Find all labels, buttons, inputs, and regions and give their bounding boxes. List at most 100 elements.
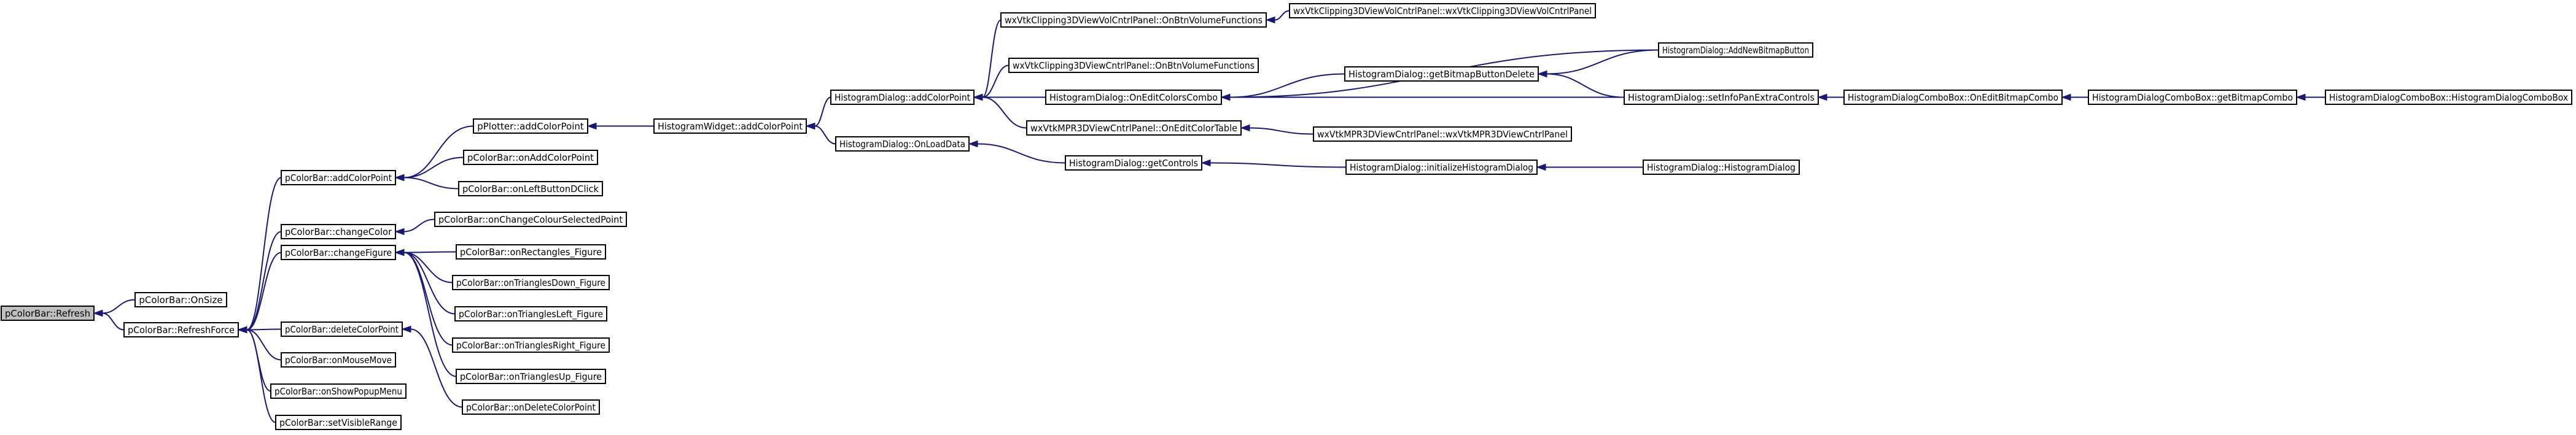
graph-node-wxvtkclipping3dviewvolcntrlpanel-onbtnvolumefunctions[interactable]: wxVtkClipping3DViewVolCntrlPanel::OnBtnV…: [1000, 12, 1267, 28]
graph-node-histogramdialog-setinfopanextracontrols[interactable]: HistogramDialog::setInfoPanExtraControls: [1624, 90, 1819, 105]
graph-node-pcolorbar-onaddcolorpoint[interactable]: pColorBar::onAddColorPoint: [463, 150, 598, 165]
arrowhead: [394, 228, 405, 236]
call-edge: [403, 252, 453, 346]
call-edge: [814, 125, 836, 145]
node-label: pColorBar::onShowPopupMenu: [274, 386, 402, 397]
node-box: [2325, 90, 2572, 105]
graph-node-pcolorbar-changecolor[interactable]: pColorBar::changeColor: [281, 224, 396, 239]
call-edge: [102, 312, 125, 331]
graph-node-wxvtkclipping3dviewvolcntrlpanel-wxvtkclipping3dviewvolcntrlpanel[interactable]: wxVtkClipping3DViewVolCntrlPanel::wxVtkC…: [1289, 3, 1596, 18]
arrowhead: [973, 93, 983, 101]
node-box: [281, 224, 396, 239]
call-edge: [246, 252, 282, 331]
graph-node-pcolorbar-deletecolorpoint[interactable]: pColorBar::deleteColorPoint: [281, 321, 403, 337]
arrowhead: [805, 122, 815, 130]
node-label: pColorBar::Refresh: [5, 308, 90, 319]
node-box: [452, 337, 610, 353]
graph-node-histogramdialog-getcontrols[interactable]: HistogramDialog::getControls: [1065, 155, 1202, 171]
call-edge: [1210, 162, 1347, 168]
graph-node-pcolorbar-ontrianglesdown-figure[interactable]: pColorBar::onTrianglesDown_Figure: [452, 275, 610, 290]
graph-node-histogramdialog-onloaddata[interactable]: HistogramDialog::OnLoadData: [835, 136, 970, 152]
node-box: [275, 415, 402, 430]
node-label: wxVtkMPR3DViewCntrlPanel::OnEditColorTab…: [1030, 123, 1237, 134]
arrowhead: [1537, 70, 1547, 78]
graph-node-pcolorbar-addcolorpoint[interactable]: pColorBar::addColorPoint: [281, 170, 396, 185]
graph-node-histogramdialog-getbitmapbuttondelete[interactable]: HistogramDialog::getBitmapButtonDelete: [1344, 66, 1539, 82]
arrowhead: [1536, 163, 1546, 171]
arrowhead: [2295, 93, 2306, 101]
graph-node-histogramdialogcombobox-getbitmapcombo[interactable]: HistogramDialogComboBox::getBitmapCombo: [2088, 90, 2297, 105]
graph-node-wxvtkclipping3dviewcntrlpanel-onbtnvolumefunctions[interactable]: wxVtkClipping3DViewCntrlPanel::OnBtnVolu…: [1008, 58, 1259, 73]
node-box: [281, 245, 396, 260]
node-label: pColorBar::setVisibleRange: [279, 417, 397, 428]
graph-node-pcolorbar-onshowpopupmenu[interactable]: pColorBar::onShowPopupMenu: [270, 383, 407, 399]
graph-node-wxvtkmpr3dviewcntrlpanel-oneditcolortable[interactable]: wxVtkMPR3DViewCntrlPanel::OnEditColorTab…: [1026, 120, 1242, 136]
graph-node-pcolorbar-ontrianglesup-figure[interactable]: pColorBar::onTrianglesUp_Figure: [456, 369, 606, 384]
graph-node-pcolorbar-onsize[interactable]: pColorBar::OnSize: [134, 292, 227, 307]
node-label: pColorBar::addColorPoint: [285, 172, 392, 183]
node-box: [452, 275, 610, 290]
node-label: wxVtkClipping3DViewCntrlPanel::OnBtnVolu…: [1013, 60, 1255, 71]
call-edge: [410, 328, 463, 408]
node-box: [270, 383, 407, 399]
node-label: pColorBar::RefreshForce: [128, 325, 235, 336]
call-edge: [403, 125, 474, 179]
graph-node-pcolorbar-ontrianglesright-figure[interactable]: pColorBar::onTrianglesRight_Figure: [452, 337, 610, 353]
node-box: [462, 399, 600, 415]
graph-node-histogramdialog-histogramdialog[interactable]: HistogramDialog::HistogramDialog: [1643, 160, 1800, 175]
graph-node-pplotter-addcolorpoint[interactable]: pPlotter::addColorPoint: [473, 118, 588, 134]
call-edge: [1249, 127, 1314, 135]
node-box: [1289, 3, 1596, 18]
call-edge: [1546, 73, 1625, 98]
node-box: [830, 90, 975, 105]
node-box: [1624, 90, 1819, 105]
node-label: HistogramDialog::getBitmapButtonDelete: [1348, 69, 1535, 80]
node-label: HistogramDialog::addColorPoint: [835, 92, 970, 103]
arrowhead: [237, 326, 247, 334]
graph-node-pcolorbar-onmousemove[interactable]: pColorBar::onMouseMove: [281, 352, 396, 368]
node-label: HistogramDialog::OnEditColorsCombo: [1049, 92, 1218, 103]
arrowhead: [1220, 93, 1231, 101]
node-label: pColorBar::OnSize: [139, 294, 222, 306]
graph-node-pcolorbar-onchangecolourselectedpoint[interactable]: pColorBar::onChangeColourSelectedPoint: [434, 212, 627, 227]
graph-node-histogramdialog-addcolorpoint[interactable]: HistogramDialog::addColorPoint: [830, 90, 975, 105]
node-box: [653, 118, 807, 134]
graph-node-histogramdialog-initializehistogramdialog[interactable]: HistogramDialog::initializeHistogramDial…: [1345, 160, 1538, 175]
graph-node-pcolorbar-onrectangles-figure[interactable]: pColorBar::onRectangles_Figure: [456, 244, 606, 260]
graph-node-pcolorbar-setvisiblerange[interactable]: pColorBar::setVisibleRange: [275, 415, 402, 430]
node-label: pColorBar::deleteColorPoint: [285, 324, 399, 335]
node-label: HistogramDialog::setInfoPanExtraControls: [1628, 92, 1815, 103]
call-edge: [403, 252, 453, 283]
call-edge: [246, 329, 282, 361]
graph-node-histogramdialog-oneditcolorscombo[interactable]: HistogramDialog::OnEditColorsCombo: [1045, 90, 1222, 105]
graph-node-pcolorbar-onleftbuttondclick[interactable]: pColorBar::onLeftButtonDClick: [458, 181, 603, 196]
graph-node-pcolorbar-ontrianglesleft-figure[interactable]: pColorBar::onTrianglesLeft_Figure: [454, 306, 607, 321]
node-box: [835, 136, 970, 152]
node-box: [1, 306, 95, 321]
graph-node-histogramwidget-addcolorpoint[interactable]: HistogramWidget::addColorPoint: [653, 118, 807, 134]
graph-node-pcolorbar-ondeletecolorpoint[interactable]: pColorBar::onDeleteColorPoint: [462, 399, 600, 415]
graph-node-histogramdialogcombobox-histogramdialogcombobox[interactable]: HistogramDialogComboBox::HistogramDialog…: [2325, 90, 2572, 105]
graph-node-pcolorbar-changefigure[interactable]: pColorBar::changeFigure: [281, 245, 396, 260]
node-box: [123, 322, 239, 337]
node-label: HistogramDialogComboBox::getBitmapCombo: [2092, 92, 2293, 103]
call-edge: [403, 218, 435, 233]
call-edge: [982, 19, 1002, 98]
graph-node-histogramdialog-addnewbitmapbutton[interactable]: HistogramDialog::AddNewBitmapButton: [1658, 42, 1813, 58]
graph-node-histogramdialogcombobox-oneditbitmapcombo[interactable]: HistogramDialogComboBox::OnEditBitmapCom…: [1843, 90, 2063, 105]
node-box: [473, 118, 588, 134]
arrowhead: [586, 122, 597, 130]
node-label: HistogramDialog::OnLoadData: [839, 139, 965, 150]
graph-node-pcolorbar-refresh[interactable]: pColorBar::Refresh: [1, 306, 95, 321]
arrowhead: [401, 325, 411, 333]
node-label: wxVtkClipping3DViewVolCntrlPanel::OnBtnV…: [1005, 15, 1263, 26]
call-edge: [403, 156, 464, 179]
node-box: [456, 244, 606, 260]
graph-node-pcolorbar-refreshforce[interactable]: pColorBar::RefreshForce: [123, 322, 239, 337]
node-label: pColorBar::onRectangles_Figure: [460, 247, 602, 258]
arrowhead: [1200, 159, 1211, 167]
graph-node-wxvtkmpr3dviewcntrlpanel-wxvtkmpr3dviewcntrlpanel[interactable]: wxVtkMPR3DViewCntrlPanel::wxVtkMPR3DView…: [1313, 126, 1572, 142]
node-label: pColorBar::changeFigure: [285, 247, 392, 258]
node-label: pColorBar::onAddColorPoint: [467, 152, 594, 163]
